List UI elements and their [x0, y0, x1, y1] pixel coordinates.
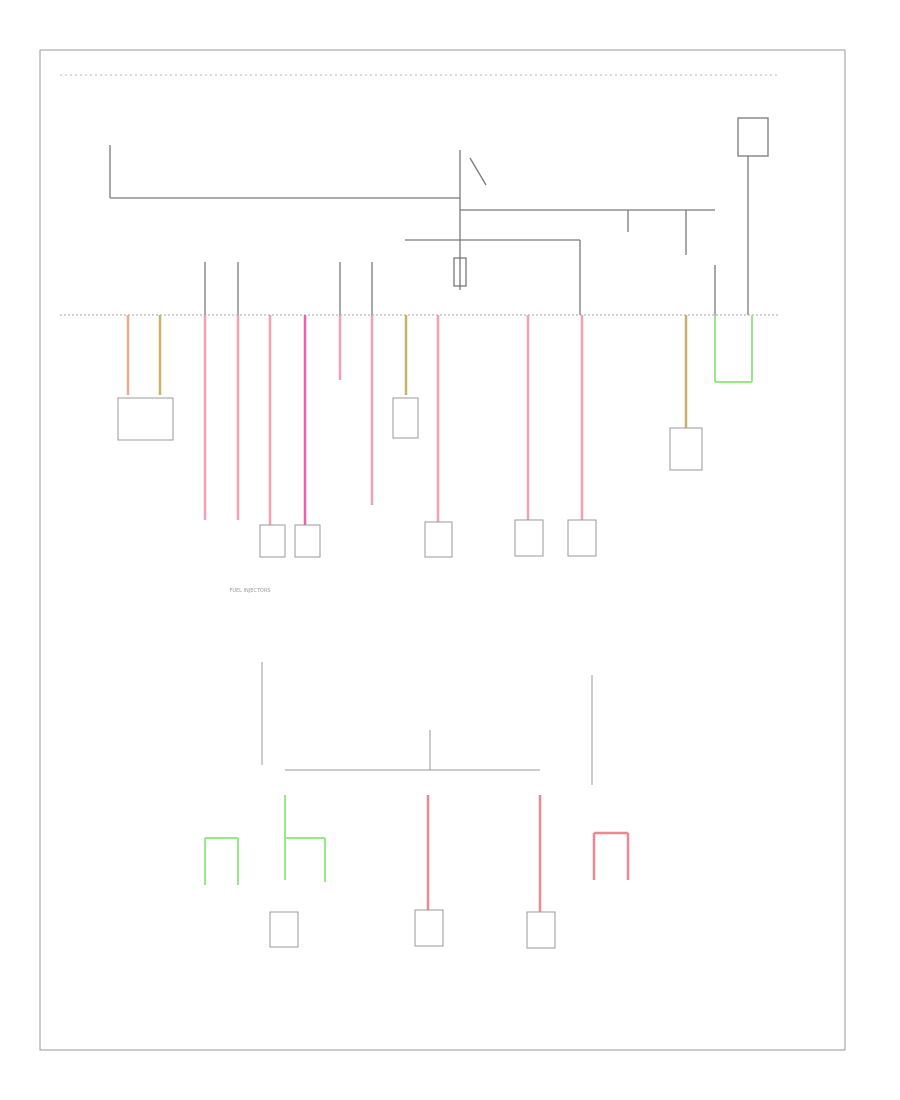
lower-green-tree	[284, 795, 326, 882]
fuel-injector-4	[294, 524, 321, 558]
lower-module-3	[526, 911, 556, 949]
diagram-frame	[39, 49, 846, 1051]
oxygen-sensor-2	[567, 519, 597, 557]
sensor-branch-1	[338, 315, 374, 505]
oxygen-sensor-branches	[514, 315, 597, 557]
relay-branch	[714, 315, 753, 383]
fuel-tank-vent-valve	[424, 521, 453, 558]
top-power-feeds	[109, 117, 769, 315]
camshaft-sensor-branch	[392, 315, 419, 439]
fuel-injector-wires	[203, 315, 307, 525]
lower-left-green-loop	[204, 837, 239, 885]
lower-red-wires	[426, 795, 630, 912]
lower-components	[414, 909, 556, 949]
camshaft-sensor	[392, 397, 419, 439]
control-module	[669, 427, 703, 471]
lower-module-2	[414, 909, 444, 947]
fuel-injector-3	[259, 524, 286, 558]
lower-section-dividers	[261, 662, 593, 785]
fuel-injector-3-4-components	[259, 524, 321, 558]
ecm-component	[117, 397, 174, 441]
control-module-branch	[669, 315, 703, 471]
lower-module-1	[269, 911, 299, 948]
fuel-tank-vent-branch	[424, 315, 453, 558]
fuel-injectors-label: FUEL INJECTORS	[229, 588, 270, 594]
oxygen-sensor-1	[514, 519, 544, 557]
ecm-branch	[117, 315, 174, 441]
